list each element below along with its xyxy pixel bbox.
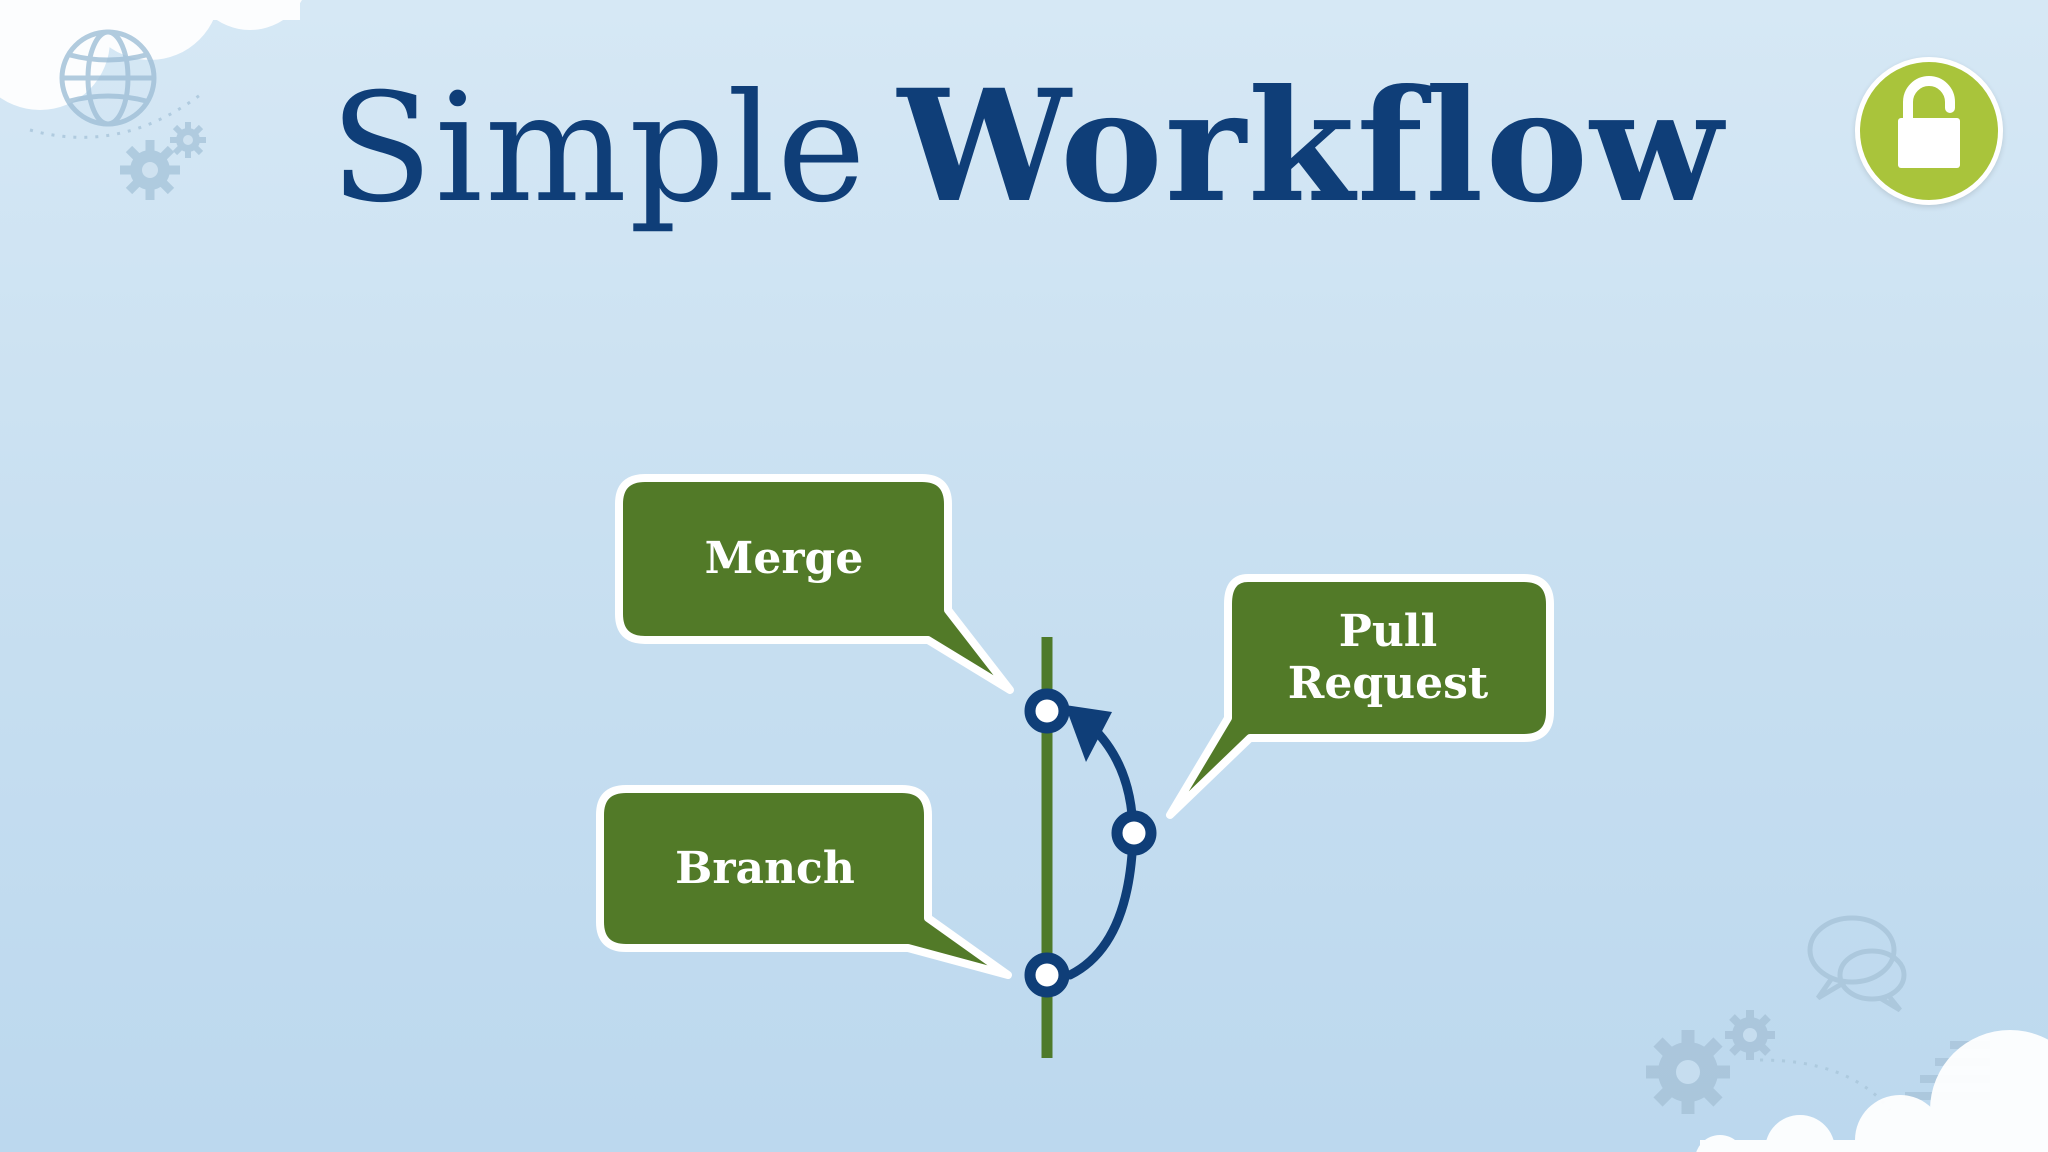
cloud-icon — [1696, 1030, 2048, 1152]
cloud-icon — [0, 0, 302, 110]
title-light: Simple — [330, 62, 868, 236]
gear-icon — [120, 122, 206, 200]
merge-callout — [615, 474, 1014, 694]
pull-request-callout — [1166, 574, 1554, 819]
branch-text: Branch — [675, 842, 855, 894]
unlock-icon — [1898, 76, 1960, 168]
branch-label: Branch — [606, 795, 924, 942]
unlock-badge[interactable] — [1855, 57, 2003, 205]
merge-label: Merge — [625, 484, 943, 634]
title-bold: Workflow — [897, 56, 1725, 237]
pull-request-text-line2: Request — [1287, 658, 1489, 709]
globe-icon — [59, 29, 157, 127]
branch-callout — [596, 785, 1012, 979]
branch-commit-node — [1024, 952, 1070, 998]
gear-icon — [1646, 1010, 1775, 1114]
pull-request-text-line1: Pull — [1338, 606, 1438, 657]
pull-request-commit-node — [1111, 810, 1157, 856]
merge-text: Merge — [704, 533, 864, 584]
pull-request-label: Pull Request — [1232, 584, 1544, 732]
chat-bubbles-icon — [1807, 915, 1907, 1013]
merge-commit-node — [1024, 688, 1070, 734]
merge-arrowhead — [1065, 705, 1112, 762]
